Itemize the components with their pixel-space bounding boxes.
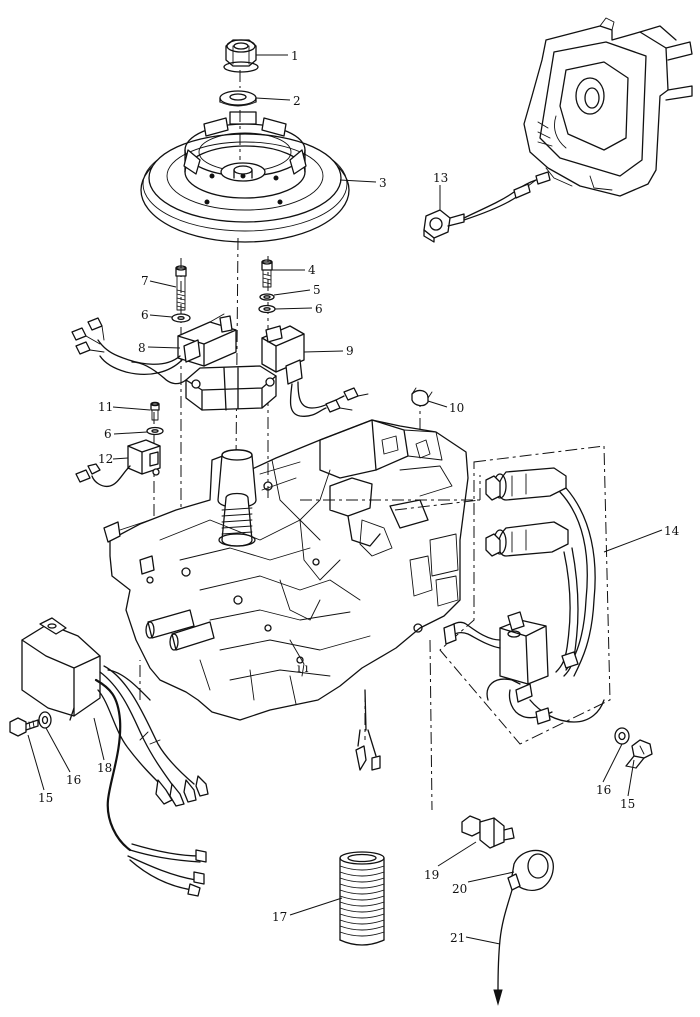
bracket-upper-right	[523, 17, 693, 197]
callout-7: 7	[141, 274, 149, 288]
callout-3: 3	[379, 176, 387, 190]
part-12-sensor	[75, 439, 161, 488]
part-16-washer-left	[38, 711, 52, 729]
callout-numbers: 1 2 3 4 5 6 6 6 7 8 9 10 11 12 13 14 15 …	[38, 49, 680, 945]
svg-text:ı ı: ı ı	[297, 661, 309, 675]
callout-16-left: 16	[66, 773, 81, 787]
callout-15-left: 15	[38, 791, 53, 805]
callout-4: 4	[308, 263, 316, 277]
part-10-key	[411, 387, 433, 407]
callout-15-right: 15	[620, 797, 635, 811]
part-13-sender	[423, 171, 551, 243]
part-16-washer-right	[614, 727, 630, 745]
part-18-cdi-unit	[21, 617, 209, 897]
part-3-flywheel	[140, 111, 350, 243]
callout-9: 9	[346, 344, 354, 358]
callout-6-left: 6	[141, 308, 149, 322]
pulser-coil-center	[131, 361, 277, 411]
part-17-spring	[339, 851, 385, 946]
connector-pair	[355, 689, 381, 771]
callout-10: 10	[449, 401, 464, 415]
part-15-bolt-right	[625, 739, 653, 769]
part-20-plug-cap	[507, 849, 554, 891]
callout-6-lower: 6	[104, 427, 112, 441]
part-4-bolt	[261, 259, 273, 288]
part-6-washer-lower	[146, 426, 164, 436]
callout-8: 8	[138, 341, 146, 355]
part-7-bolt	[175, 265, 187, 311]
callout-14: 14	[664, 524, 680, 538]
callout-16-right: 16	[596, 783, 611, 797]
part-6-washer-right	[258, 304, 276, 314]
callout-1: 1	[291, 49, 299, 63]
callout-6-right: 6	[315, 302, 323, 316]
engine-block: ı ı	[103, 419, 469, 721]
part-15-bolt-left	[9, 717, 39, 737]
part-5-lock-washer	[259, 293, 275, 301]
part-2-washer	[219, 90, 257, 107]
part-14-ignition-coil	[439, 445, 611, 745]
callout-20: 20	[452, 882, 467, 896]
leader-lines	[27, 54, 663, 945]
callout-21: 21	[450, 931, 465, 945]
callout-5: 5	[313, 283, 321, 297]
callout-11: 11	[98, 400, 113, 414]
callout-17: 17	[272, 910, 287, 924]
part-6-washer-left	[171, 313, 191, 323]
part-11-bolt	[150, 401, 160, 421]
part-8-charge-coil	[71, 313, 237, 375]
part-19-switch	[461, 815, 515, 849]
callout-13: 13	[433, 171, 448, 185]
callout-2: 2	[293, 94, 301, 108]
callout-18: 18	[97, 761, 112, 775]
part-21-lead	[493, 889, 513, 1006]
part-1-flywheel-nut	[223, 39, 259, 73]
part-9-lighting-coil	[261, 325, 369, 417]
callout-19: 19	[424, 868, 439, 882]
callout-12: 12	[98, 452, 113, 466]
